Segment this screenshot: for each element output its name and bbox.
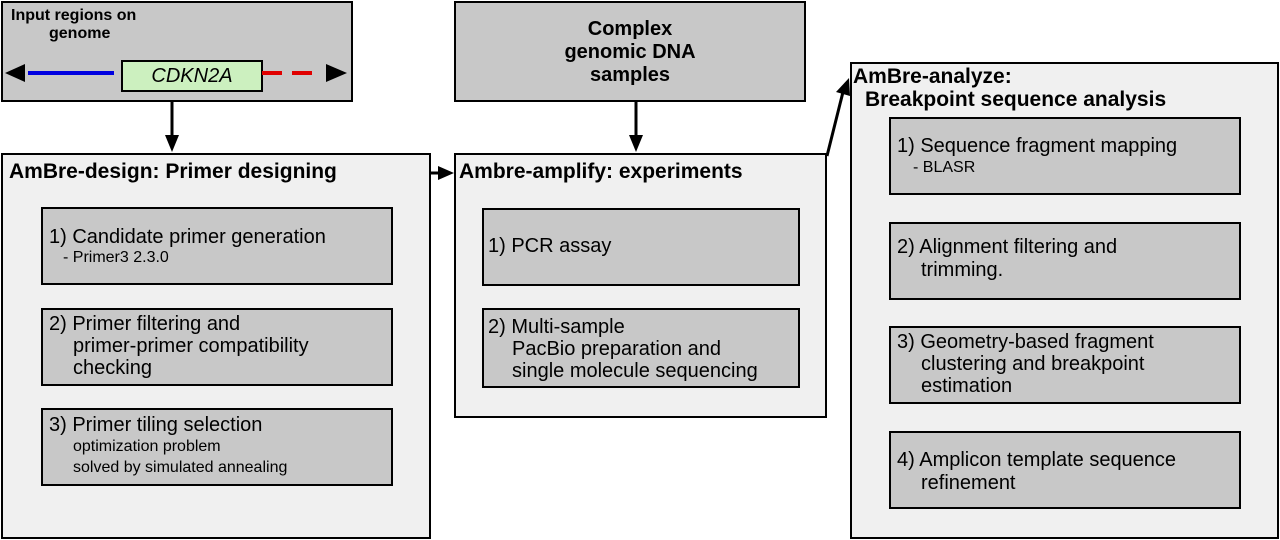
design-panel: AmBre-design: Primer designing 1) Candid… xyxy=(1,153,431,539)
analyze-step-1: 1) Sequence fragment mapping - BLASR xyxy=(889,117,1241,195)
input-title-line1: Input regions on xyxy=(11,7,137,24)
design-title: AmBre-design: Primer designing xyxy=(9,160,337,183)
amplify-step-2-line2: PacBio preparation and xyxy=(512,338,722,360)
input-regions-box: Input regions on genome CDKN2A xyxy=(1,1,353,102)
analyze-step-4-line1: 4) Amplicon template sequence xyxy=(897,449,1177,471)
design-step-1: 1) Candidate primer generation - Primer3… xyxy=(41,207,393,285)
input-title-line2: genome xyxy=(49,25,111,42)
amplify-step-1: 1) PCR assay xyxy=(482,208,800,286)
amplify-step-1-label: 1) PCR assay xyxy=(488,235,612,257)
design-step-3-label: 3) Primer tiling selection xyxy=(49,414,263,436)
samples-line1: Complex xyxy=(587,18,673,40)
design-step-2-line2: primer-primer compatibility xyxy=(73,335,309,357)
arrowhead-design-to-amplify xyxy=(438,166,454,180)
design-step-1-sub: - Primer3 2.3.0 xyxy=(63,249,169,266)
design-step-1-label: 1) Candidate primer generation xyxy=(49,226,326,248)
analyze-step-4-line2: refinement xyxy=(921,472,1016,494)
arrowhead-samples-to-amplify xyxy=(629,135,643,152)
analyze-panel: AmBre-analyze: Breakpoint sequence analy… xyxy=(850,62,1279,539)
samples-line2: genomic DNA xyxy=(564,41,696,63)
analyze-step-3-line3: estimation xyxy=(921,375,1013,397)
analyze-step-3-line2: clustering and breakpoint xyxy=(921,353,1145,375)
design-step-3-sub1: optimization problem xyxy=(73,438,221,455)
amplify-step-2: 2) Multi-sample PacBio preparation and s… xyxy=(482,308,800,388)
analyze-step-3: 3) Geometry-based fragment clustering an… xyxy=(889,326,1241,404)
design-step-2: 2) Primer filtering and primer-primer co… xyxy=(41,308,393,386)
analyze-step-2-line2: trimming. xyxy=(921,259,1004,281)
analyze-step-1-sub: - BLASR xyxy=(913,159,976,176)
analyze-title-line1: AmBre-analyze: xyxy=(853,65,1012,88)
analyze-step-1-label: 1) Sequence fragment mapping xyxy=(897,135,1178,157)
design-step-3: 3) Primer tiling selection optimization … xyxy=(41,408,393,486)
arrow-amplify-to-analyze xyxy=(825,91,845,157)
amplify-title: Ambre-amplify: experiments xyxy=(459,160,743,183)
amplify-step-2-line1: 2) Multi-sample xyxy=(488,316,625,338)
design-step-3-sub2: solved by simulated annealing xyxy=(73,459,288,476)
arrowhead-amplify-to-analyze xyxy=(836,78,850,96)
analyze-step-3-line1: 3) Geometry-based fragment xyxy=(897,331,1154,353)
analyze-step-2-line1: 2) Alignment filtering and xyxy=(897,236,1118,258)
arrowhead-input-to-design xyxy=(165,135,179,152)
gene-box: CDKN2A xyxy=(121,60,263,92)
analyze-title-line2: Breakpoint sequence analysis xyxy=(865,88,1167,111)
analyze-step-2: 2) Alignment filtering and trimming. xyxy=(889,222,1241,300)
amplify-panel: Ambre-amplify: experiments 1) PCR assay … xyxy=(454,153,827,418)
design-step-2-line3: checking xyxy=(73,357,152,379)
amplify-step-2-line3: single molecule sequencing xyxy=(512,360,758,382)
design-step-2-line1: 2) Primer filtering and xyxy=(49,313,241,335)
samples-box: Complex genomic DNA samples xyxy=(454,1,806,102)
analyze-step-4: 4) Amplicon template sequence refinement xyxy=(889,431,1241,509)
samples-line3: samples xyxy=(589,64,671,86)
